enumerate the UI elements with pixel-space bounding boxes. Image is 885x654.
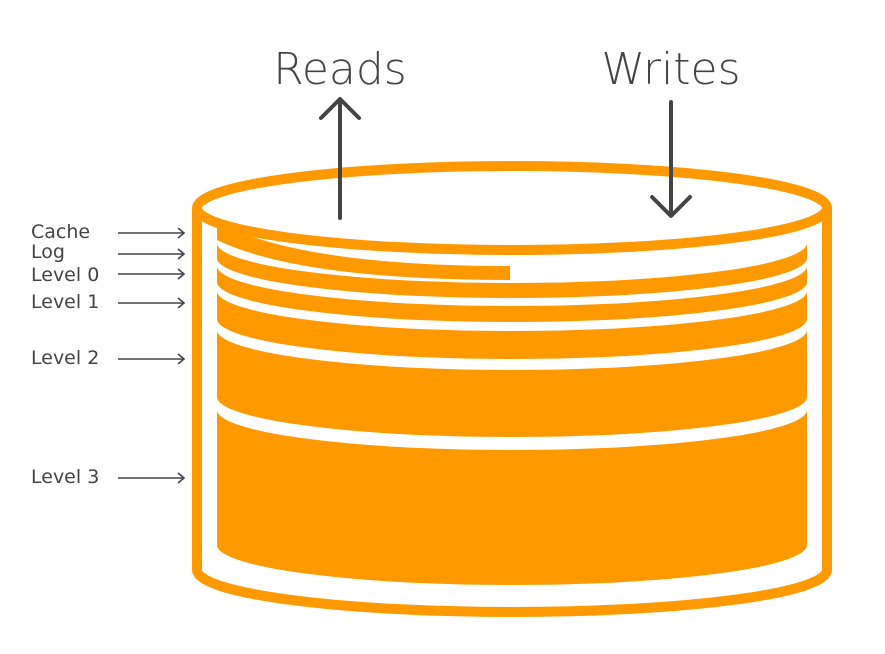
outer-cylinder-top-rim: [192, 161, 832, 255]
level-2-pointer-arrow-icon: [118, 353, 186, 365]
log-label: Log: [31, 241, 65, 263]
writes-title: Writes: [601, 44, 740, 95]
outer-cylinder-body: [192, 208, 832, 617]
reads-arrow-icon: [319, 97, 361, 220]
level-3-layer: [217, 410, 807, 585]
level-3-pointer-arrow-icon: [118, 472, 186, 484]
cache-layer: [217, 222, 510, 280]
cache-label: Cache: [31, 221, 90, 243]
level-2-label: Level 2: [31, 347, 99, 369]
layer-label-level-1: Level 1: [31, 291, 186, 313]
level-1-pointer-arrow-icon: [118, 297, 186, 309]
layer-label-log: Log: [31, 241, 186, 263]
layer-label-cache: Cache: [31, 221, 186, 243]
level-0-pointer-arrow-icon: [118, 268, 186, 280]
level-2-layer: [217, 330, 807, 437]
outer-cylinder: [192, 161, 832, 617]
cache-pointer-arrow-icon: [118, 227, 186, 239]
layer-label-level-2: Level 2: [31, 347, 186, 369]
level-0-label: Level 0: [31, 264, 99, 286]
layer-label-level-0: Level 0: [31, 264, 186, 286]
writes-arrow-icon: [650, 100, 692, 218]
level-1-label: Level 1: [31, 291, 99, 313]
level-0-layer: [217, 266, 807, 322]
storage-layers: [217, 222, 807, 585]
reads-title: Reads: [273, 44, 406, 95]
log-layer: [217, 243, 807, 298]
level-3-label: Level 3: [31, 466, 99, 488]
layer-label-level-3: Level 3: [31, 466, 186, 488]
level-1-layer: [217, 291, 807, 359]
log-pointer-arrow-icon: [118, 248, 186, 260]
